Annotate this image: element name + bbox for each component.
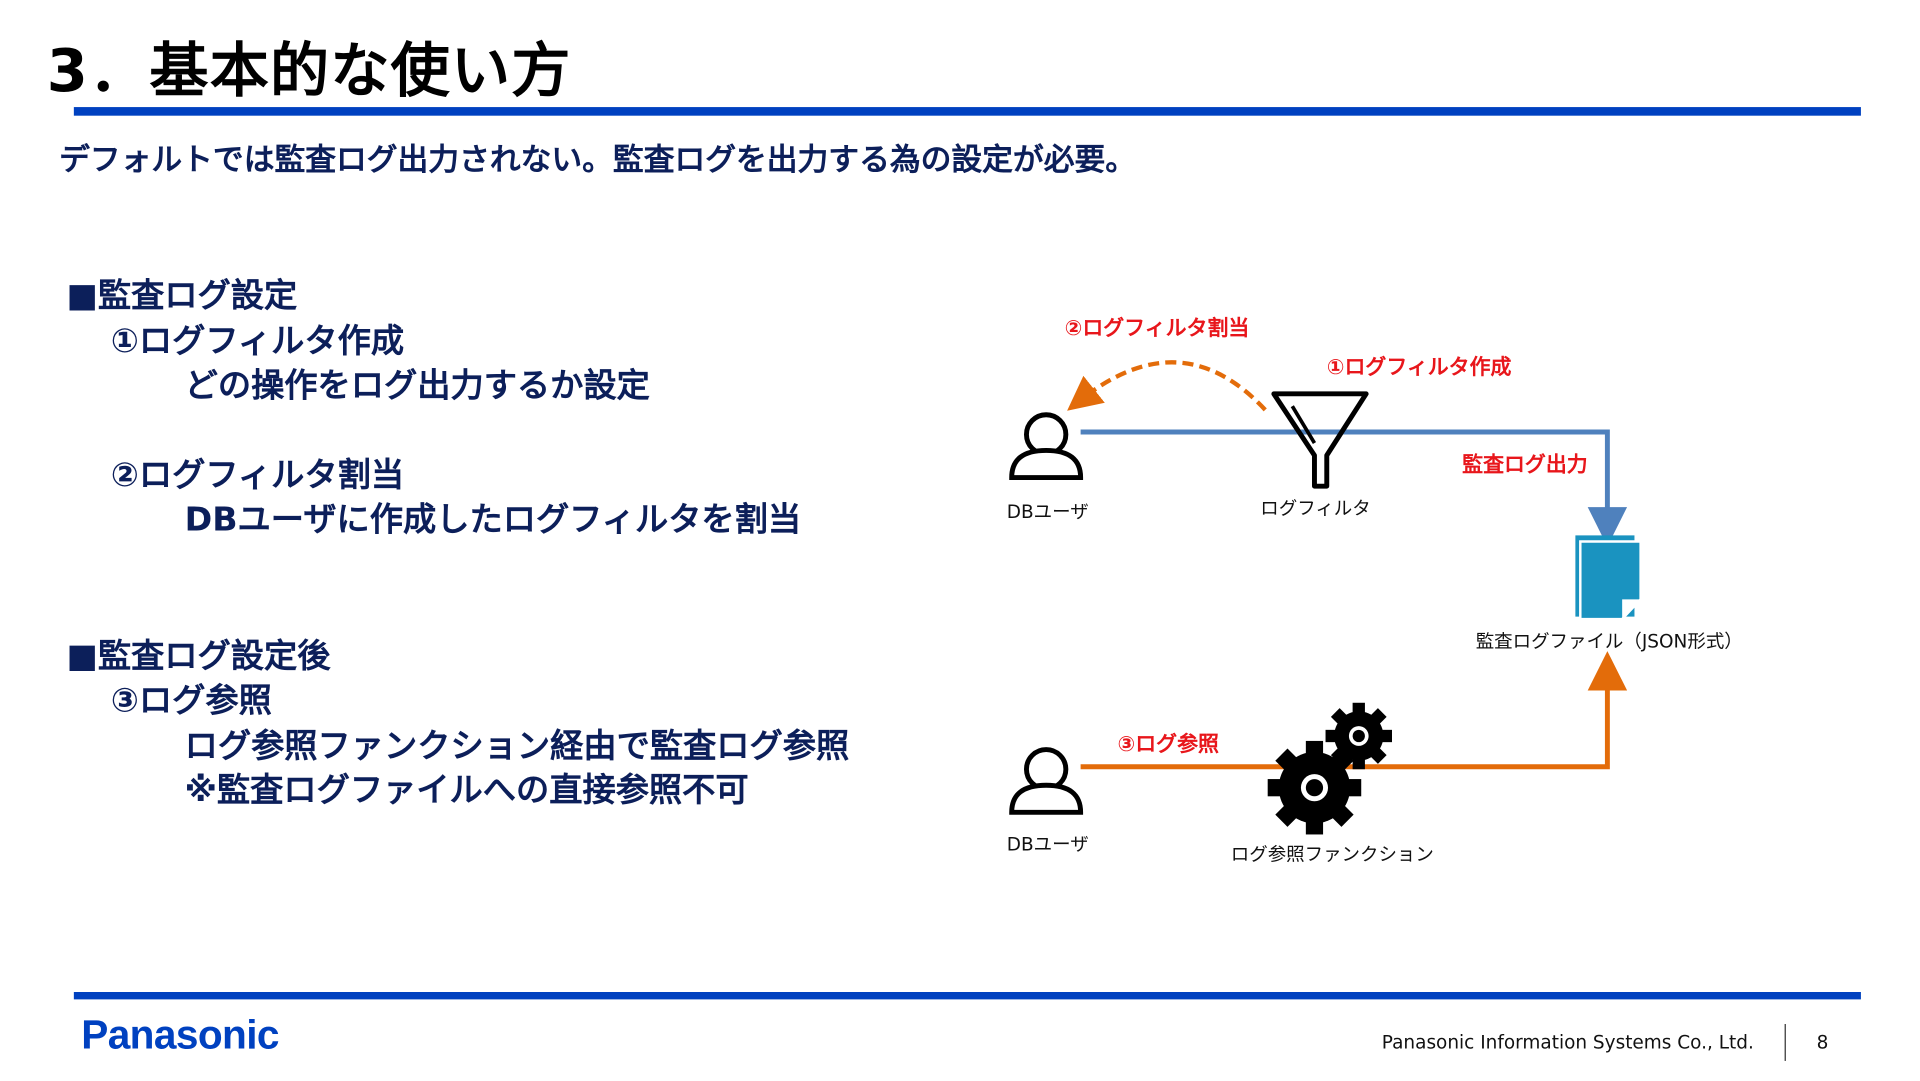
footer-divider	[73, 991, 1861, 1000]
bullet-step2: ②ログフィルタ割当	[110, 456, 405, 495]
header-divider	[73, 107, 1861, 116]
audit-output-label: 監査ログ出力	[1462, 452, 1588, 478]
footer-separator	[1784, 1023, 1786, 1061]
bullet-step3-note: ※監査ログファイルへの直接参照不可	[184, 771, 749, 810]
audit-output-line	[1080, 429, 1628, 547]
user-icon	[1009, 412, 1084, 480]
step1-label: ①ログフィルタ作成	[1326, 355, 1512, 381]
bullet-heading-after-settings: ■監査ログ設定後	[66, 637, 331, 676]
bullet-step3: ③ログ参照	[110, 681, 272, 720]
user-top-label: DBユーザ	[1006, 500, 1089, 524]
user-icon	[1009, 747, 1084, 815]
slide-subtitle: デフォルトでは監査ログ出力されない。監査ログを出力する為の設定が必要。	[59, 141, 1137, 178]
gear-icon	[1267, 740, 1362, 835]
bullet-step2-desc: DBユーザに作成したログフィルタを割当	[184, 500, 802, 540]
bullet-step1: ①ログフィルタ作成	[110, 322, 405, 361]
gear-icon	[1325, 702, 1392, 770]
step2-label: ②ログフィルタ割当	[1064, 316, 1250, 341]
log-reference-line	[1080, 651, 1628, 770]
bullet-step3-desc: ログ参照ファンクション経由で監査ログ参照	[184, 727, 850, 766]
company-name: Panasonic Information Systems Co., Ltd.	[1381, 1031, 1754, 1054]
slide-title: 3．基本的な使い方	[46, 36, 572, 106]
user-bottom-label: DBユーザ	[1006, 833, 1089, 856]
assign-filter-arrow	[1067, 360, 1267, 412]
document-icon	[1575, 535, 1642, 621]
panasonic-logo: Panasonic	[81, 1011, 279, 1058]
bullet-heading-audit-settings: ■監査ログ設定	[66, 276, 298, 316]
function-label: ログ参照ファンクション	[1230, 843, 1434, 866]
logfile-label: 監査ログファイル（JSON形式）	[1475, 630, 1743, 653]
page-number: 8	[1816, 1031, 1829, 1054]
bullet-step1-desc: どの操作をログ出力するか設定	[184, 366, 650, 405]
filter-label: ログフィルタ	[1260, 497, 1371, 520]
filter-funnel-icon	[1271, 391, 1369, 489]
step3-label: ③ログ参照	[1117, 732, 1219, 757]
